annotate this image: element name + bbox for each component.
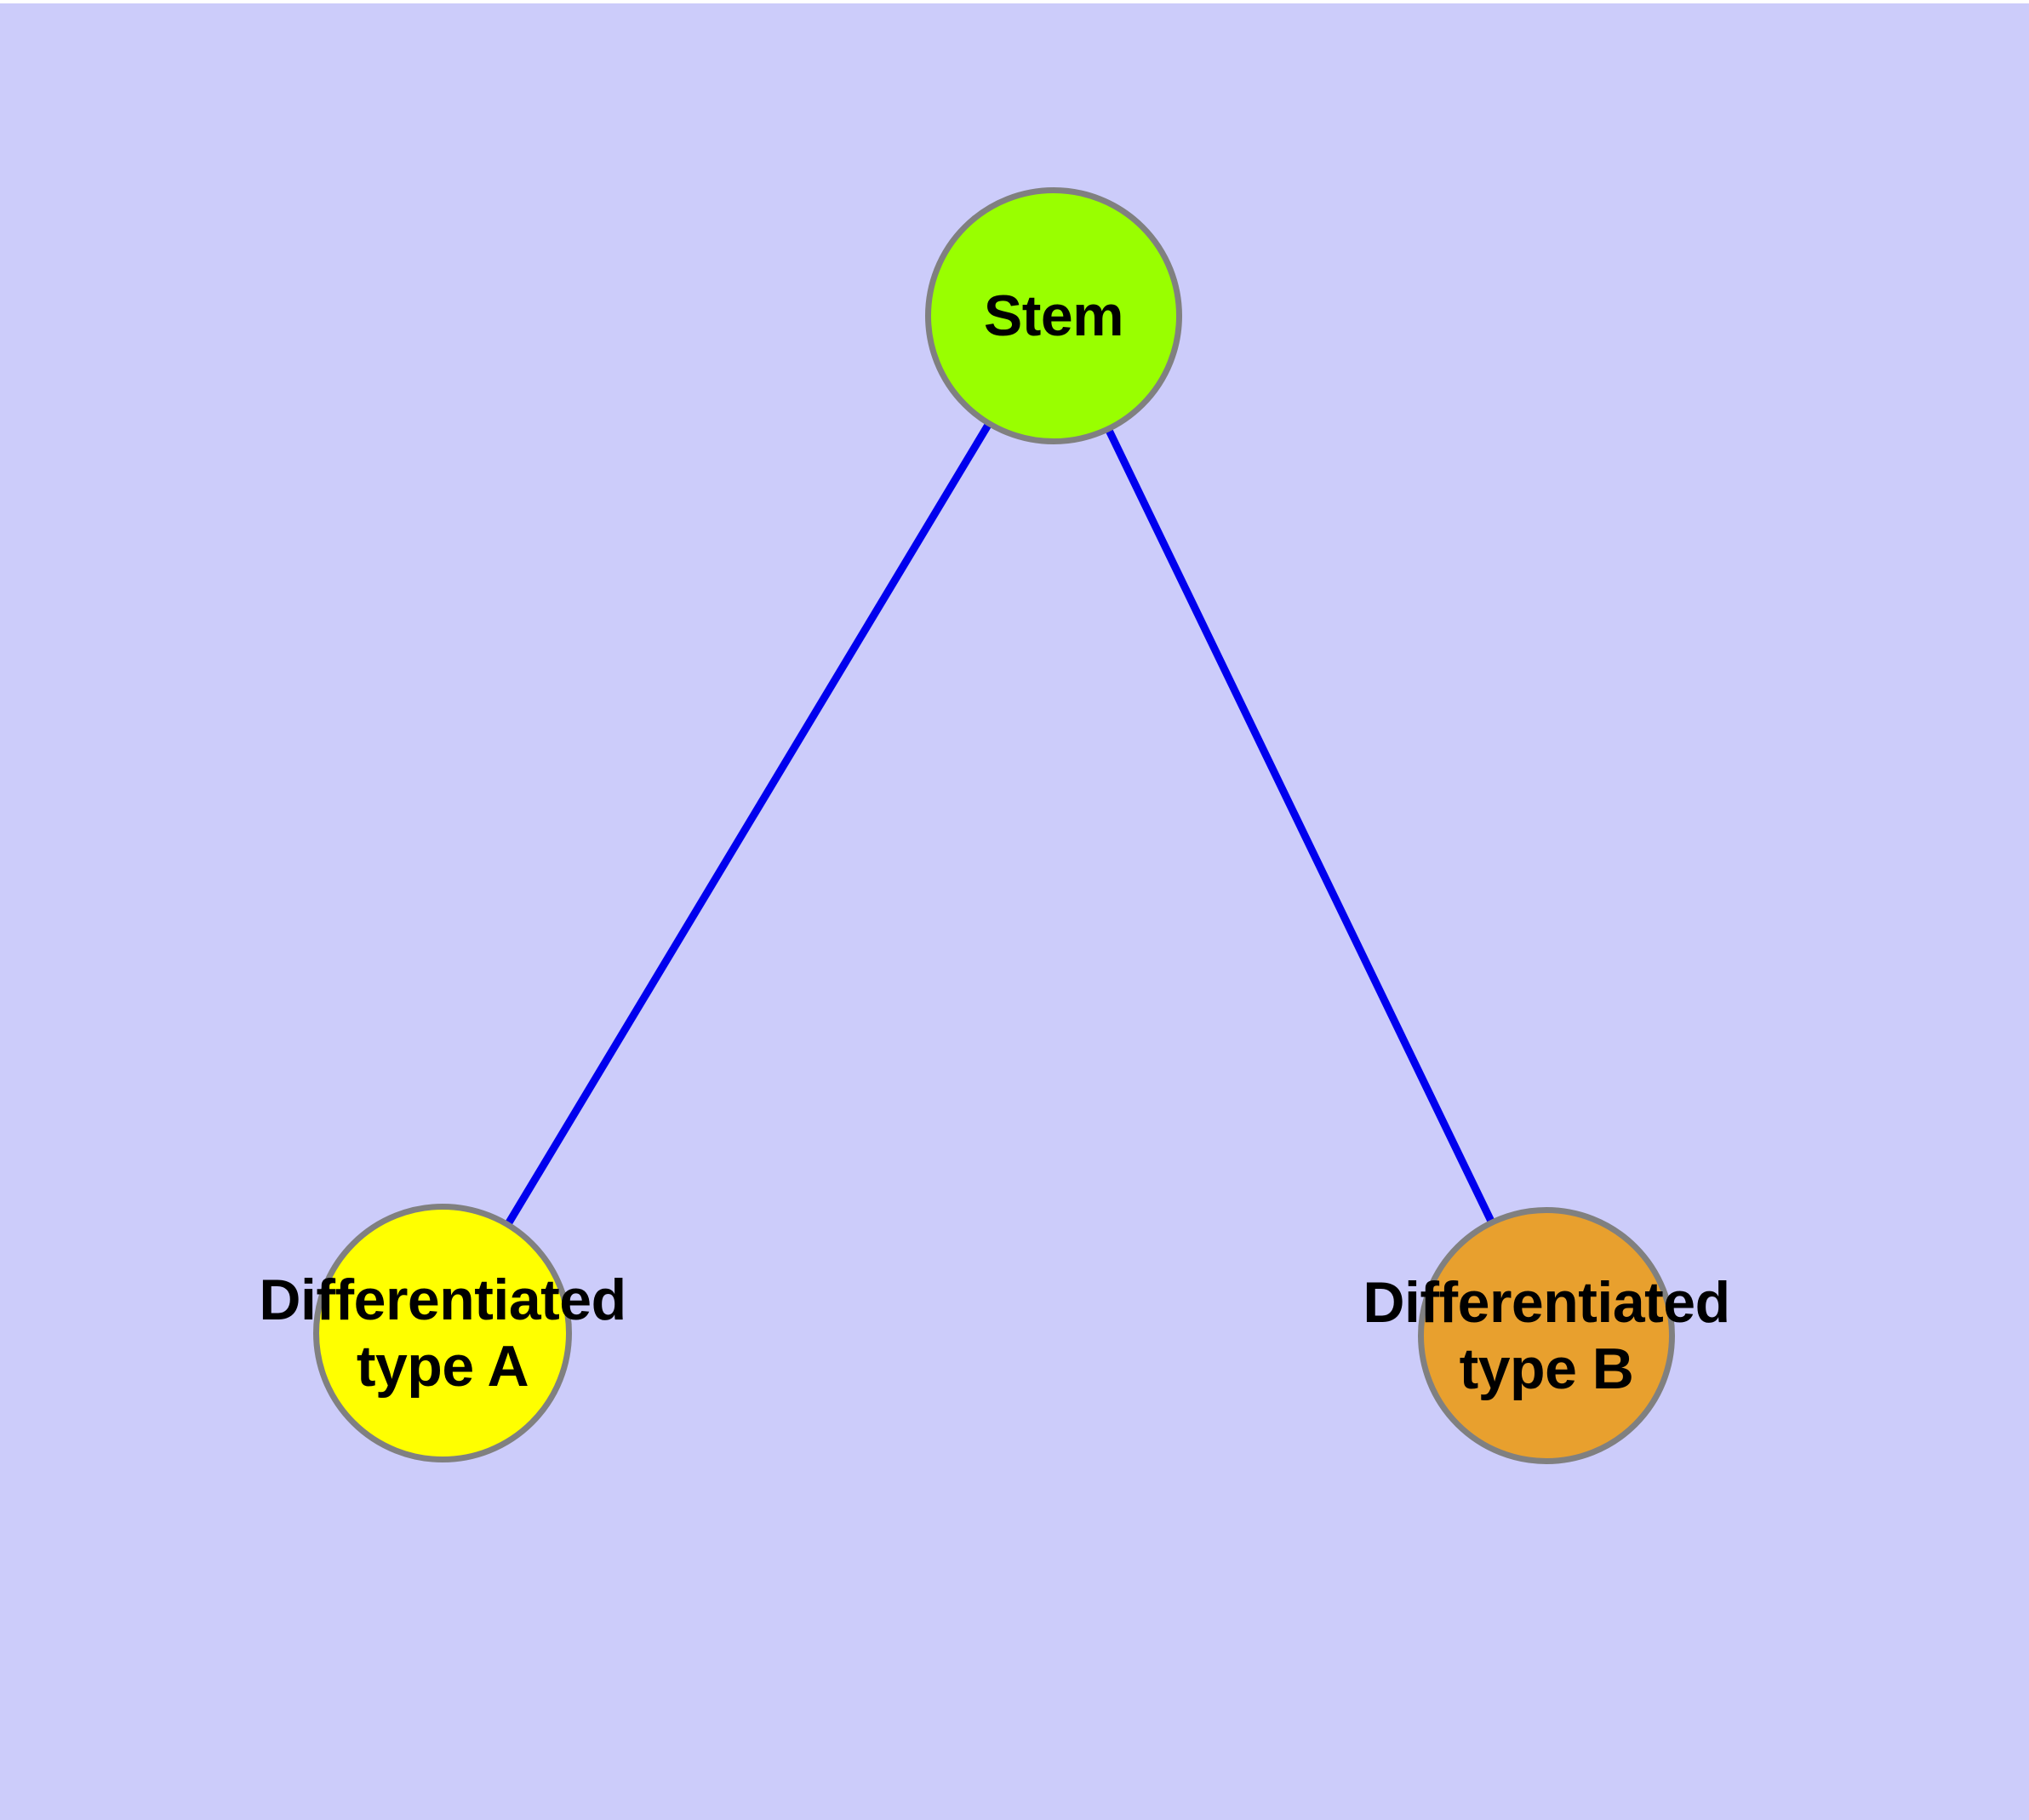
edge-stem-to-differentiated-type-a bbox=[439, 313, 1057, 1336]
node-layer bbox=[313, 187, 1675, 1464]
diagram-plot-area: Stem Differentiated type A Differentiate… bbox=[0, 3, 2029, 1820]
node-differentiated-type-b[interactable] bbox=[1418, 1207, 1675, 1464]
edge-stem-to-differentiated-type-b bbox=[1049, 314, 1551, 1337]
node-stem[interactable] bbox=[925, 187, 1182, 444]
node-differentiated-type-a[interactable] bbox=[313, 1204, 572, 1462]
graph-svg bbox=[313, 187, 1675, 1464]
edge-layer bbox=[439, 313, 1551, 1337]
